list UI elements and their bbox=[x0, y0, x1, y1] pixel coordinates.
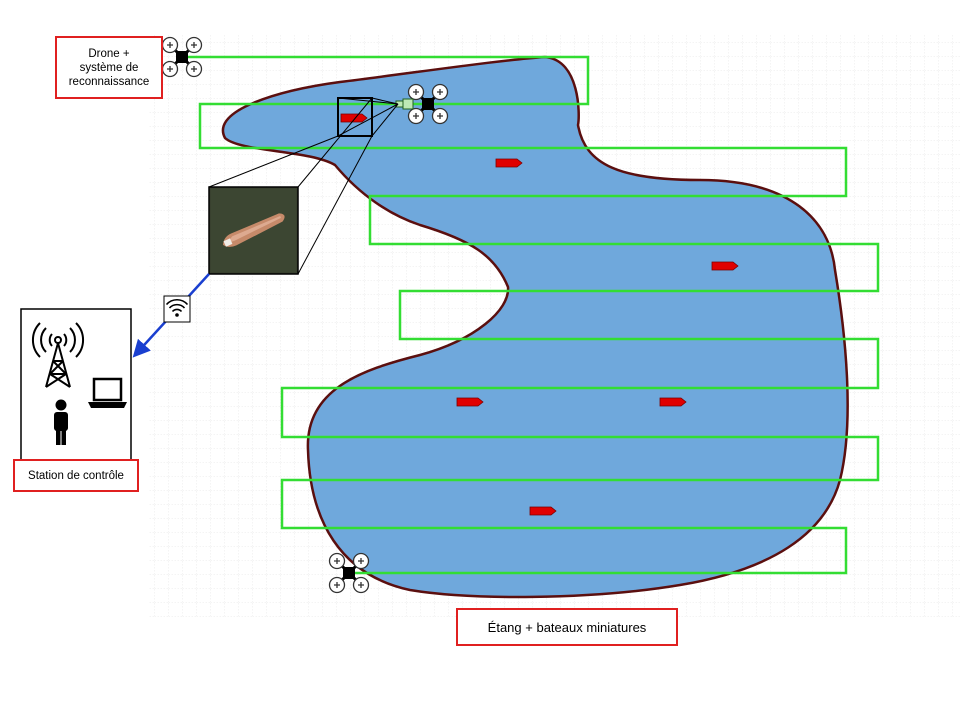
pond bbox=[221, 55, 849, 599]
laptop-icon bbox=[88, 377, 127, 408]
boat-icon bbox=[495, 158, 523, 168]
wifi-icon bbox=[163, 295, 191, 323]
pond-label: Étang + bateaux miniatures bbox=[456, 608, 678, 646]
drone-label-line3: reconnaissance bbox=[68, 75, 150, 88]
drone-label: Drone + système de reconnaissance bbox=[55, 36, 163, 99]
drone-label-line1: Drone + bbox=[88, 47, 130, 60]
drone-label-line2: système de bbox=[79, 61, 139, 74]
person-icon bbox=[54, 399, 68, 445]
antenna-tower-icon bbox=[31, 322, 85, 388]
boat-icon bbox=[340, 113, 368, 123]
field-of-view-frame bbox=[337, 97, 373, 137]
station-label: Station de contrôle bbox=[13, 459, 139, 492]
pond-label-text: Étang + bateaux miniatures bbox=[487, 619, 647, 635]
boat-icon bbox=[659, 397, 687, 407]
camera-icon bbox=[395, 98, 414, 110]
view-cone bbox=[337, 97, 399, 137]
boat-icon bbox=[529, 506, 557, 516]
station-label-text: Station de contrôle bbox=[28, 469, 124, 482]
boat-icon bbox=[456, 397, 484, 407]
flight-path bbox=[185, 55, 880, 575]
boat-icon bbox=[711, 261, 739, 271]
captured-boat-image bbox=[208, 186, 299, 275]
zoom-lines bbox=[208, 97, 373, 275]
